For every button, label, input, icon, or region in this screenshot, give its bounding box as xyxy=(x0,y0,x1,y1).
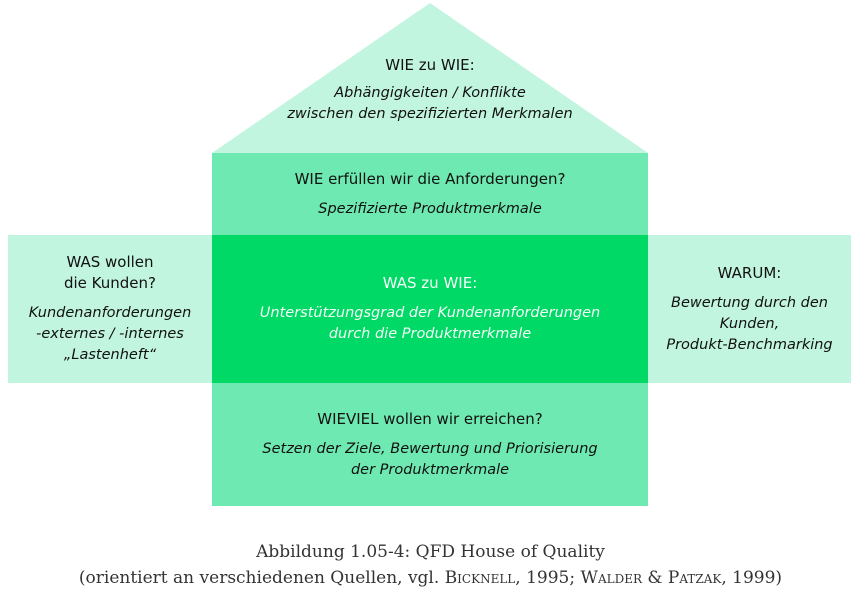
caption-author-1: Bicknell xyxy=(444,568,516,588)
left-title-2: die Kunden? xyxy=(63,274,156,292)
left-line-3: „Lastenheft“ xyxy=(63,347,157,363)
basement-section: WIEVIEL wollen wir erreichen? Setzen der… xyxy=(212,383,648,506)
bottom-line-1: Setzen der Ziele, Bewertung und Priorisi… xyxy=(262,440,598,457)
caption-line-1: Abbildung 1.05-4: QFD House of Quality xyxy=(256,542,605,562)
center-line-1: Unterstützungsgrad der Kundenanforderung… xyxy=(259,305,601,321)
roof-triangle xyxy=(212,3,648,153)
roof-line-2: zwischen den spezifizierten Merkmalen xyxy=(287,106,573,122)
ceiling-title: WIE erfüllen wir die Anforderungen? xyxy=(294,169,566,188)
left-line-1: Kundenanforderungen xyxy=(28,305,192,321)
caption-text-b: , 1995; xyxy=(515,568,581,588)
caption-text-a: (orientiert an verschiedenen Quellen, vg… xyxy=(78,568,445,588)
roof-line-1: Abhängigkeiten / Konflikte xyxy=(334,85,526,101)
ceiling-subtitle: Spezifizierte Produktmerkmale xyxy=(318,200,542,217)
right-line-1: Bewertung durch den xyxy=(671,294,828,311)
center-title: WAS zu WIE: xyxy=(382,274,478,292)
left-line-2: -externes / -internes xyxy=(36,326,184,342)
bottom-title: WIEVIEL wollen wir erreichen? xyxy=(317,409,543,428)
left-title-1: WAS wollen xyxy=(66,253,154,271)
roof-section: WIE zu WIE: Abhängigkeiten / Konflikte z… xyxy=(212,55,648,125)
right-title: WARUM: xyxy=(717,263,782,282)
right-line-2: Kunden, xyxy=(719,315,780,332)
caption-author-2: Walder & Patzak xyxy=(580,568,722,588)
roof-shape xyxy=(212,3,648,153)
bottom-line-2: der Produktmerkmale xyxy=(350,461,510,478)
roof-title: WIE zu WIE: xyxy=(385,56,475,74)
left-wall-section: WAS wollen die Kunden? Kundenanforderung… xyxy=(8,235,212,383)
caption-text-c: , 1999) xyxy=(721,568,783,588)
center-section: WAS zu WIE: Unterstützungsgrad der Kunde… xyxy=(212,235,648,383)
right-wall-section: WARUM: Bewertung durch den Kunden, Produ… xyxy=(648,235,851,383)
ceiling-section: WIE erfüllen wir die Anforderungen? Spez… xyxy=(212,153,648,235)
caption-line-2: (orientiert an verschiedenen Quellen, vg… xyxy=(0,568,861,588)
right-line-3: Produkt-Benchmarking xyxy=(666,336,833,353)
center-line-2: durch die Produktmerkmale xyxy=(328,326,532,342)
